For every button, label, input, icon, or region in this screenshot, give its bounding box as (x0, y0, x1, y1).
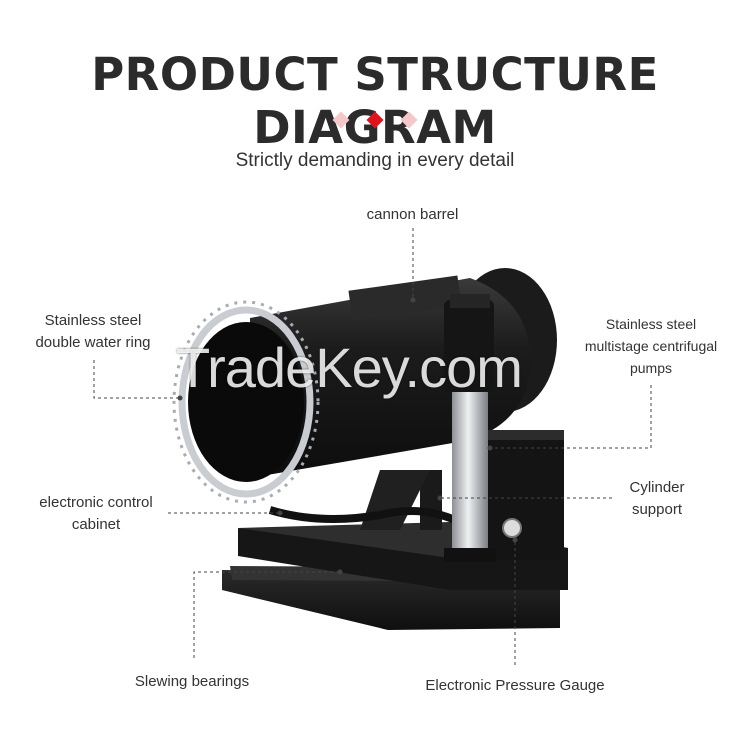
leader-pumps (490, 385, 652, 449)
label-gauge-text: Electronic Pressure Gauge (425, 677, 605, 694)
leader-water-ring (93, 360, 180, 399)
pump-body (452, 392, 488, 552)
label-water-ring: Stainless steel double water ring (18, 310, 168, 354)
label-cylinder-line1: Cylinder (629, 479, 685, 496)
label-control-line2: cabinet (71, 516, 121, 533)
label-cannon-barrel-text: cannon barrel (366, 206, 459, 223)
label-cannon-barrel: cannon barrel (340, 204, 485, 226)
barrel-opening (188, 322, 304, 482)
hose (268, 506, 457, 524)
label-pumps: Stainless steel multistage centrifugal p… (572, 313, 730, 379)
label-water-ring-line2: double water ring (35, 334, 151, 351)
water-ring (178, 306, 314, 498)
page-subtitle: Strictly demanding in every detail (235, 150, 515, 171)
label-pumps-line1: Stainless steel (605, 316, 697, 332)
label-water-ring-line1: Stainless steel (44, 312, 142, 329)
control-cabinet (486, 430, 564, 560)
label-cylinder-support: Cylinder support (612, 477, 702, 521)
label-pumps-line2: multistage centrifugal (584, 338, 718, 354)
label-cylinder-line2: support (631, 501, 683, 518)
label-pumps-line3: pumps (629, 360, 673, 376)
pressure-gauge (502, 518, 522, 538)
watermark: TradeKey.com (176, 336, 523, 399)
label-control-cabinet: electronic control cabinet (20, 492, 172, 536)
label-slewing-bearings: Slewing bearings (112, 671, 272, 693)
pump-motor (444, 300, 494, 392)
leader-slewing (193, 571, 340, 658)
label-pressure-gauge: Electronic Pressure Gauge (405, 675, 625, 697)
label-control-line1: electronic control (39, 494, 153, 511)
label-slewing-text: Slewing bearings (134, 673, 250, 690)
